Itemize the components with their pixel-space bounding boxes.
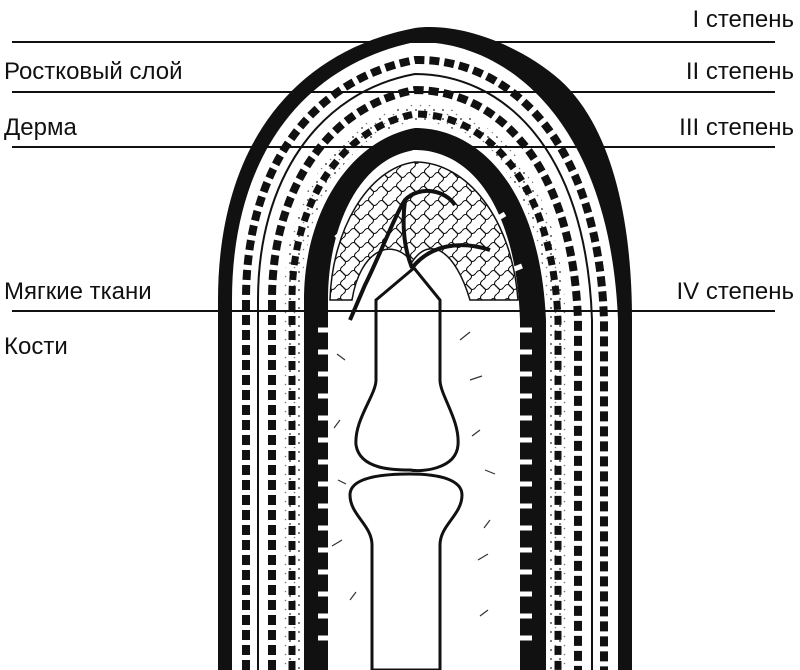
label-dermis: Дерма xyxy=(4,116,77,140)
label-bones: Кости xyxy=(4,335,68,359)
label-degree-4: IV степень xyxy=(676,280,794,304)
label-degree-1: I степень xyxy=(692,8,794,32)
label-germinal-layer: Ростковый слой xyxy=(4,60,183,84)
label-degree-2: II степень xyxy=(686,60,794,84)
label-soft-tissue: Мягкие ткани xyxy=(4,280,152,304)
label-degree-3: III степень xyxy=(679,116,794,140)
